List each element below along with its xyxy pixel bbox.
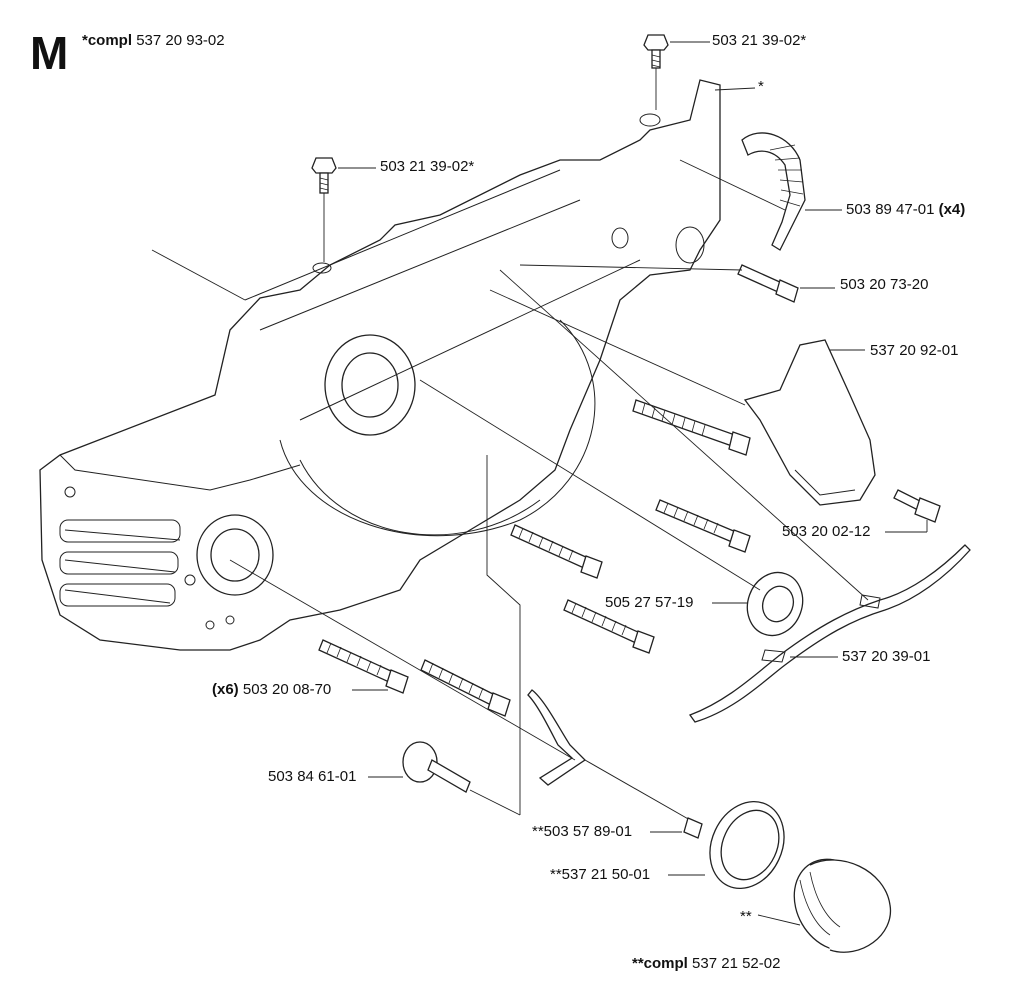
compl-bottom-prefix: **compl xyxy=(632,955,688,972)
pipe xyxy=(499,269,971,723)
bolt-mid-upper xyxy=(655,499,751,553)
clip-qty: (x4) xyxy=(938,201,966,218)
label-gasket: **537 21 50-01 xyxy=(550,866,651,883)
screw-top-left xyxy=(311,157,376,262)
compl-bottom-number: 537 21 52-02 xyxy=(692,955,781,972)
label-bolt-set: (x6) 503 20 08-70 xyxy=(212,681,331,699)
bolt-mid-left xyxy=(510,524,603,579)
crankcase xyxy=(39,79,721,651)
label-cap-asterisk: ** xyxy=(740,908,752,925)
compl-top-number: 537 20 93-02 xyxy=(136,32,225,49)
label-screw-top-right: 503 21 39-02* xyxy=(712,32,807,49)
label-asterisk-handle: * xyxy=(758,78,764,95)
bolt-set-number: 503 20 08-70 xyxy=(242,681,332,698)
seal-ring xyxy=(419,379,804,637)
label-hose: **503 57 89-01 xyxy=(532,823,633,840)
clip-number: 503 89 47-01 xyxy=(846,201,935,218)
cap xyxy=(757,858,892,953)
bolt-lower-left xyxy=(318,639,409,694)
screw-top-right xyxy=(643,34,710,110)
bolt-small xyxy=(885,489,941,533)
label-seal-ring: 505 27 57-19 xyxy=(605,594,694,611)
bolt-set-qty: (x6) xyxy=(212,681,239,698)
compl-bottom-label: **compl 537 21 52-02 xyxy=(632,955,780,972)
label-bolt-small: 503 20 02-12 xyxy=(782,523,871,540)
leader-asterisk xyxy=(714,87,756,91)
label-pipe: 537 20 39-01 xyxy=(842,648,931,665)
compl-top-label: *compl 537 20 93-02 xyxy=(82,32,225,49)
label-plug: 503 84 61-01 xyxy=(268,768,357,785)
bolt-mid-lower xyxy=(563,599,655,654)
clip xyxy=(679,132,842,251)
label-bolt-right: 503 20 73-20 xyxy=(840,276,929,293)
section-letter: M xyxy=(30,27,69,79)
label-clip: 503 89 47-01 (x4) xyxy=(846,201,965,219)
bolt-middle-long xyxy=(632,399,751,456)
ref-line-center xyxy=(486,455,521,815)
bolt-lower-mid xyxy=(420,659,511,717)
leader-left xyxy=(151,249,246,301)
cover-right xyxy=(489,289,876,506)
label-cover-right: 537 20 92-01 xyxy=(870,342,959,359)
bolt-right xyxy=(519,264,835,303)
hose xyxy=(229,559,703,839)
plug xyxy=(368,741,521,816)
gasket xyxy=(668,800,785,890)
label-screw-top-left: 503 21 39-02* xyxy=(380,158,475,175)
compl-top-prefix: *compl xyxy=(82,32,133,49)
